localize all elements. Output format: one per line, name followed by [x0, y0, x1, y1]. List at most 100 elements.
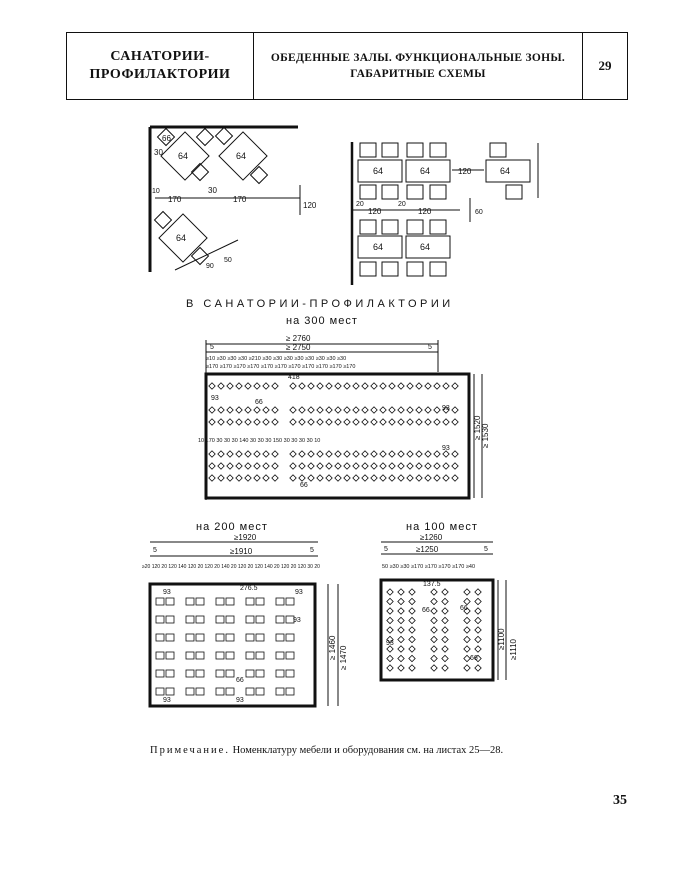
- table-glyph: [253, 382, 261, 390]
- table-glyph: [208, 406, 216, 414]
- label-120: 120: [458, 167, 472, 176]
- table-glyph: [165, 615, 175, 624]
- dim-300-h-inner: ≥ 1520: [473, 415, 482, 440]
- section-title: САНАТОРИИ- ПРОФИЛАКТОРИИ: [67, 33, 254, 99]
- table-glyph: [397, 635, 405, 644]
- dim-200-w-outer: ≥1920: [234, 533, 257, 542]
- table-glyph: [225, 615, 235, 624]
- table-glyph: [388, 450, 396, 458]
- table-glyph: [285, 687, 295, 696]
- table-glyph: [386, 597, 394, 606]
- table-glyph: [185, 669, 195, 678]
- table-glyph: [165, 597, 175, 606]
- table-glyph: [155, 633, 165, 642]
- seat-93: 93: [293, 617, 301, 624]
- table-glyph: [386, 654, 394, 663]
- table-glyph: [235, 418, 243, 426]
- table-glyph: [255, 597, 265, 606]
- table-glyph: [430, 635, 438, 644]
- table-glyph: [343, 382, 351, 390]
- label-64: 64: [178, 151, 188, 161]
- table-glyph: [155, 669, 165, 678]
- table-glyph: [217, 382, 225, 390]
- table-glyph: [430, 664, 438, 672]
- label-170: 170: [168, 195, 182, 204]
- table-glyph: [430, 626, 438, 634]
- table-glyph: [334, 450, 342, 458]
- table-glyph: [289, 450, 297, 458]
- table-glyph: [379, 418, 387, 426]
- table-glyph: [474, 626, 482, 634]
- table-glyph: [226, 462, 234, 470]
- table-glyph: [253, 462, 261, 470]
- table-glyph: [424, 418, 432, 426]
- table-glyph: [463, 607, 471, 615]
- table-glyph: [316, 450, 324, 458]
- table-glyph: [441, 654, 449, 663]
- label-10: 10: [152, 188, 160, 195]
- table-glyph: [271, 450, 279, 458]
- table-glyph: [217, 418, 225, 426]
- table-glyph: [386, 626, 394, 634]
- table-glyph: [406, 474, 414, 482]
- table-glyph: [208, 382, 216, 390]
- table-glyph: [245, 597, 255, 606]
- label-120: 120: [418, 207, 432, 216]
- table-glyph: [352, 450, 360, 458]
- table-glyph: [235, 462, 243, 470]
- hall-100-tables: [386, 588, 482, 672]
- table-glyph: [185, 615, 195, 624]
- table-glyph: [430, 607, 438, 615]
- table-glyph: [185, 687, 195, 696]
- table-glyph: [386, 607, 394, 615]
- table-glyph: [285, 633, 295, 642]
- table-glyph: [226, 418, 234, 426]
- table-glyph: [316, 406, 324, 414]
- dim-100-mid: 137.5: [423, 581, 441, 588]
- table-glyph: [442, 406, 450, 414]
- table-glyph: [245, 651, 255, 660]
- table-glyph: [225, 669, 235, 678]
- table-glyph: [442, 462, 450, 470]
- table-glyph: [474, 635, 482, 644]
- seat-66: 66: [236, 677, 244, 684]
- table-glyph: [352, 406, 360, 414]
- table-glyph: [285, 615, 295, 624]
- table-glyph: [430, 654, 438, 663]
- table-glyph: [430, 588, 438, 596]
- table-glyph: [165, 633, 175, 642]
- table-glyph: [442, 382, 450, 390]
- table-glyph: [185, 597, 195, 606]
- table-glyph: [195, 669, 205, 678]
- seat-66: 66: [255, 399, 263, 406]
- label-120: 120: [368, 207, 382, 216]
- table-glyph: [325, 382, 333, 390]
- dim-100-top-row: 50 ≥30 ≥30 ≥170 ≥170 ≥170 ≥170 ≥40: [382, 564, 475, 570]
- table-glyph: [262, 474, 270, 482]
- table-glyph: [397, 645, 405, 653]
- table-glyph: [262, 462, 270, 470]
- table-glyph: [415, 450, 423, 458]
- table-glyph: [325, 450, 333, 458]
- table-glyph: [275, 615, 285, 624]
- table-glyph: [463, 635, 471, 644]
- label-64: 64: [373, 166, 383, 176]
- table-glyph: [463, 626, 471, 634]
- table-glyph: [474, 616, 482, 625]
- label-60: 60: [475, 209, 483, 216]
- table-glyph: [298, 406, 306, 414]
- table-glyph: [424, 406, 432, 414]
- table-glyph: [451, 450, 459, 458]
- table-glyph: [415, 382, 423, 390]
- table-glyph: [441, 626, 449, 634]
- table-glyph: [386, 616, 394, 625]
- table-glyph: [370, 450, 378, 458]
- dim-300-mid: 418: [288, 374, 300, 381]
- dim-300-w-outer: ≥ 2760: [286, 334, 311, 343]
- table-glyph: [370, 462, 378, 470]
- table-glyph: [463, 645, 471, 653]
- table-glyph: [433, 462, 441, 470]
- table-glyph: [397, 607, 405, 615]
- table-glyph: [352, 382, 360, 390]
- table-glyph: [217, 406, 225, 414]
